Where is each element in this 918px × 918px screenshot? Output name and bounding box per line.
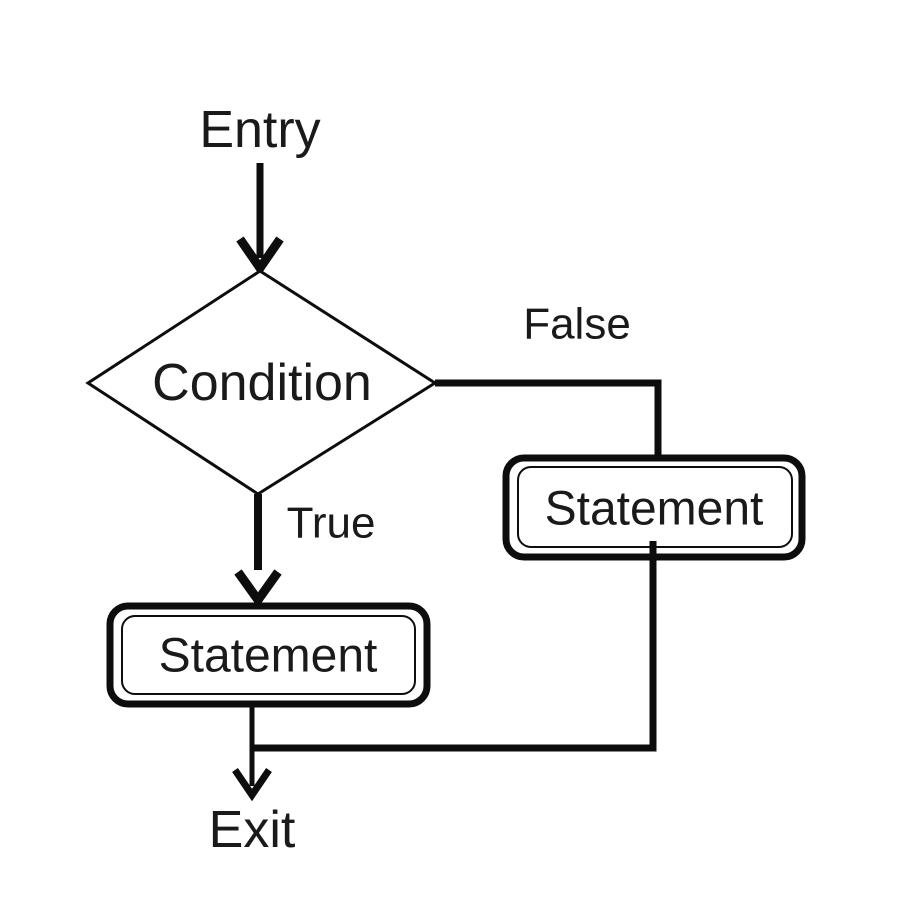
false-branch-to-merge-line (252, 541, 657, 752)
arrow-entry-head-icon (236, 236, 284, 276)
false-edge-label: False (523, 300, 631, 349)
arrow-exit-head-icon (232, 768, 272, 802)
arrow-true-head-icon (234, 569, 282, 608)
arrow-merge-to-exit (232, 704, 272, 802)
true-statement-outer-box (106, 602, 431, 708)
entry-node-label: Entry (199, 101, 320, 159)
true-statement-node: Statement (106, 602, 431, 708)
true-statement-label: Statement (159, 630, 378, 683)
false-statement-label: Statement (545, 483, 764, 536)
arrow-condition-to-true-statement (234, 494, 282, 608)
false-branch-line (435, 379, 662, 472)
exit-node-label: Exit (209, 801, 296, 859)
arrow-entry-to-condition (236, 163, 284, 276)
true-statement-inner-box (121, 615, 416, 695)
condition-node-label: Condition (152, 354, 372, 412)
true-edge-label: True (287, 499, 376, 548)
false-statement-node: Statement (502, 454, 806, 561)
